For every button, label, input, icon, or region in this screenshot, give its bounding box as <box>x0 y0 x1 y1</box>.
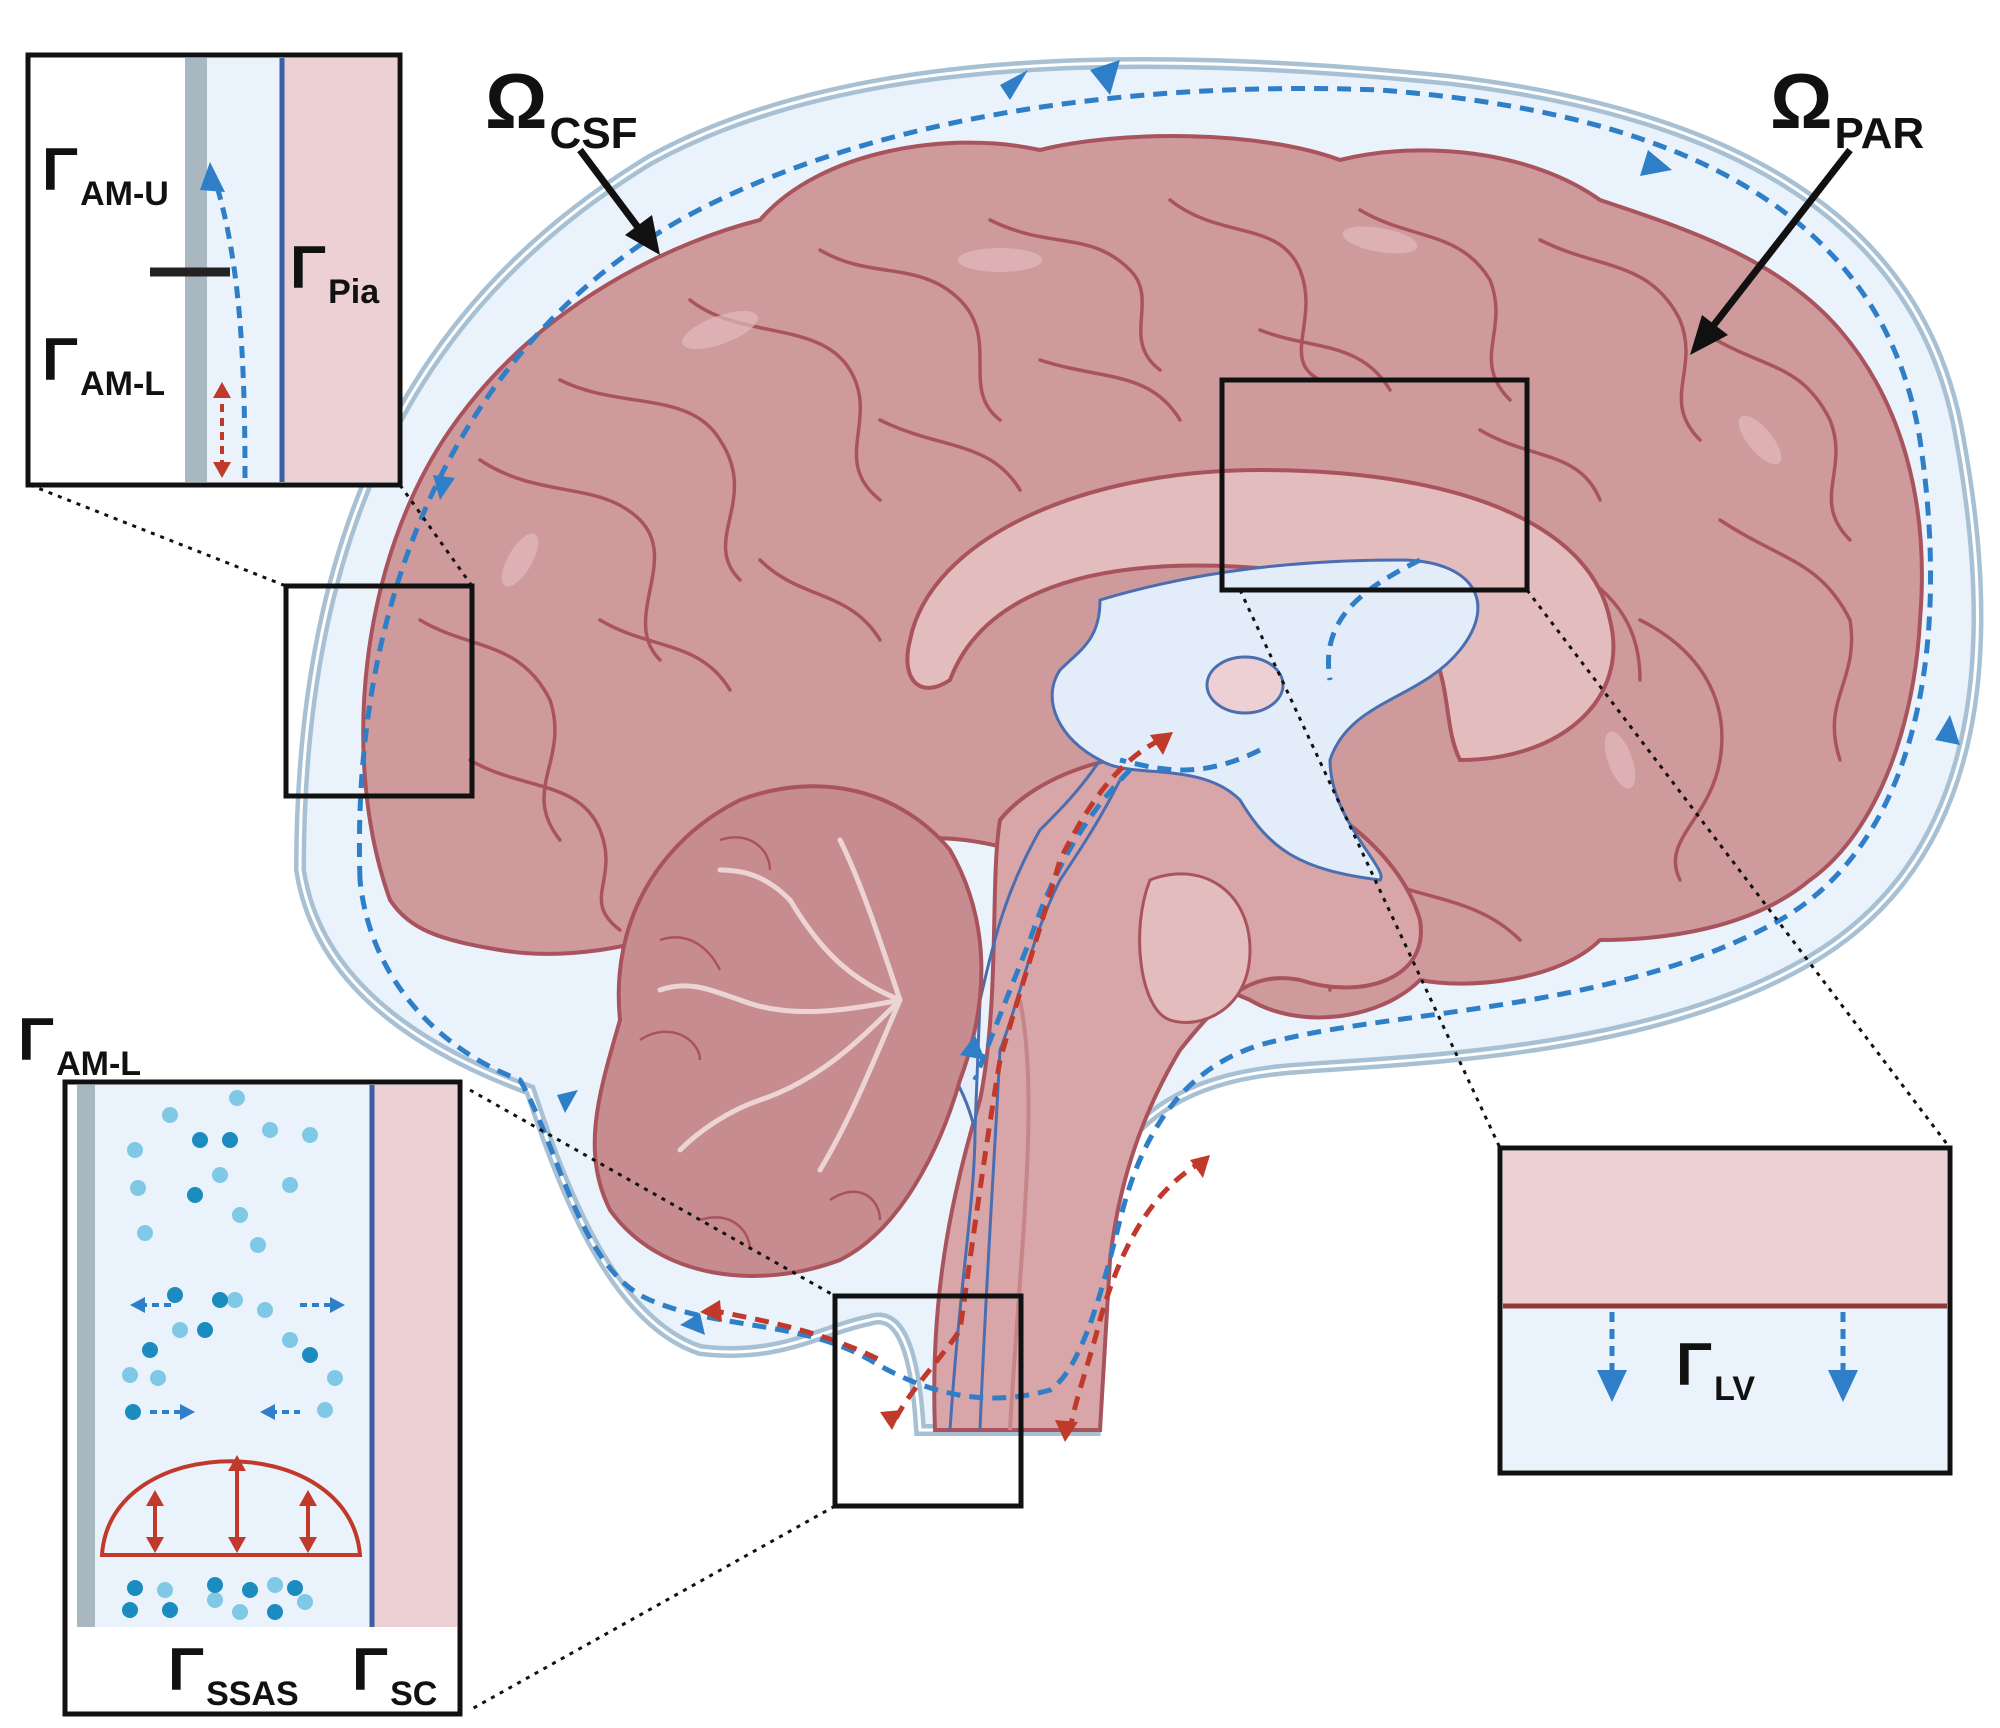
label-omega-csf: ΩCSF <box>485 62 638 156</box>
label-gamma-pia: ΓPia <box>290 238 380 312</box>
zoom-boxes <box>283 377 1530 1509</box>
label-subscript: AM-L <box>80 365 166 404</box>
label-subscript: PAR <box>1834 108 1925 158</box>
inset-bottom-right <box>1497 1145 1953 1476</box>
csf-flow-red <box>709 737 1207 1431</box>
label-subscript: AM-L <box>56 1045 142 1084</box>
label-gamma-sc: ΓSC <box>352 1640 438 1714</box>
csf-flow-blue <box>356 86 1933 1401</box>
label-symbol: Γ <box>42 326 79 393</box>
csf-flow-arrowheads <box>433 60 1960 1335</box>
label-symbol: Γ <box>352 1636 389 1703</box>
label-gamma-am-l-top: ΓAM-L <box>42 330 166 404</box>
label-symbol: Γ <box>290 234 327 301</box>
label-gamma-ssas: ΓSSAS <box>168 1640 299 1714</box>
corpus-callosum <box>905 467 1616 763</box>
label-symbol: Γ <box>18 1006 55 1073</box>
label-symbol: Γ <box>168 1636 205 1703</box>
label-omega-par: ΩPAR <box>1770 62 1924 156</box>
label-subscript: SSAS <box>206 1675 299 1714</box>
label-subscript: SC <box>390 1675 438 1714</box>
label-symbol: Γ <box>42 136 79 203</box>
label-subscript: AM-U <box>80 175 169 214</box>
label-gamma-am-u-top: ΓAM-U <box>42 140 169 214</box>
label-subscript: Pia <box>328 273 380 312</box>
label-gamma-lv: ΓLV <box>1676 1335 1756 1409</box>
connector-lines <box>29 483 1952 1712</box>
red-arrowheads <box>700 732 1210 1442</box>
inset-top-left <box>25 52 403 488</box>
label-gamma-am-l-bottom: ΓAM-L <box>18 1010 142 1084</box>
pointer-arrows <box>577 147 1853 355</box>
label-subscript: CSF <box>549 108 638 158</box>
label-symbol: Γ <box>1676 1331 1713 1398</box>
cerebellum <box>592 784 984 1278</box>
label-subscript: LV <box>1714 1370 1756 1409</box>
label-symbol: Ω <box>1770 57 1833 145</box>
label-symbol: Ω <box>485 57 548 145</box>
inset-bottom-left <box>62 1079 463 1717</box>
